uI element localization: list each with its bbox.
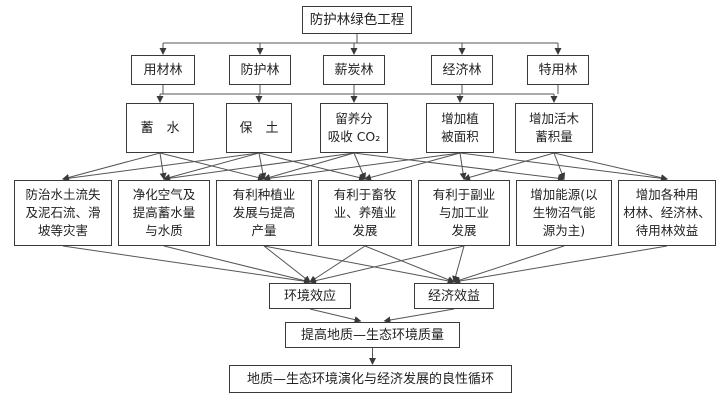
benefit-forest-yield: 增加各种用 材林、经济林、 待用林效益 <box>618 180 716 246</box>
benefit-arrow <box>364 152 461 181</box>
benefit-arrow <box>553 152 668 182</box>
function-soil-retention: 保 土 <box>226 103 292 153</box>
benefit-energy: 增加能源(以 生物沼气能 源为主) <box>516 180 612 246</box>
benefit-arrow <box>62 152 161 181</box>
effect-arrow <box>452 245 465 283</box>
effect-arrow <box>263 245 455 285</box>
function-nutrient-co2: 留养分 吸收 CO₂ <box>320 103 388 153</box>
benefit-crop-production: 有利种植业 发展与提高 产量 <box>216 180 312 246</box>
benefit-sideline-industry: 有利于副业 与加工业 发展 <box>418 180 510 246</box>
benefit-arrow <box>263 152 355 181</box>
forest-type-economic: 经济林 <box>431 55 493 85</box>
effect-arrow <box>453 245 565 284</box>
benefit-arrow <box>258 152 366 181</box>
function-vegetation-area: 增加植 被面积 <box>426 103 494 153</box>
forest-type-timber: 用材林 <box>131 55 195 85</box>
effect-arrow <box>62 245 311 285</box>
function-timber-volume: 增加活木 蓄积量 <box>515 103 593 153</box>
forest-type-fuelwood: 薪炭林 <box>323 55 385 85</box>
effect-arrow <box>364 245 455 283</box>
effect-arrow <box>309 245 465 285</box>
effect-arrow <box>453 245 668 285</box>
benefit-air-water: 净化空气及 提高蓄水量 与水质 <box>118 180 210 246</box>
benefit-arrow <box>553 152 566 180</box>
forest-type-protection: 防护林 <box>229 55 291 85</box>
effect-arrow <box>263 245 311 283</box>
benefit-arrow <box>353 152 565 182</box>
quality-arrow <box>309 308 362 324</box>
benefit-erosion-control: 防治水土流失 及泥石流、滑 坡等灾害 <box>14 180 112 246</box>
benefit-arrow <box>163 152 355 182</box>
effect-arrow <box>309 245 366 283</box>
function-water-storage: 蓄 水 <box>126 103 194 153</box>
effect-environment: 环境效应 <box>269 283 351 309</box>
benefit-arrow <box>163 152 260 181</box>
benefit-arrow <box>62 152 260 182</box>
forest-type-special: 特用林 <box>527 55 589 85</box>
effect-economic: 经济效益 <box>414 283 494 309</box>
root-node-title: 防护林绿色工程 <box>302 6 412 34</box>
quality-arrow <box>383 308 455 324</box>
effect-arrow <box>163 245 311 284</box>
benefit-arrow <box>263 152 461 182</box>
benefit-arrow <box>459 152 668 182</box>
virtuous-cycle: 地质—生态环境演化与经济发展的良性循环 <box>229 365 512 393</box>
quality-improvement: 提高地质—生态环境质量 <box>285 322 460 348</box>
benefit-arrow <box>463 152 555 181</box>
benefit-livestock: 有利于畜牧 业、养殖业 发展 <box>318 180 412 246</box>
